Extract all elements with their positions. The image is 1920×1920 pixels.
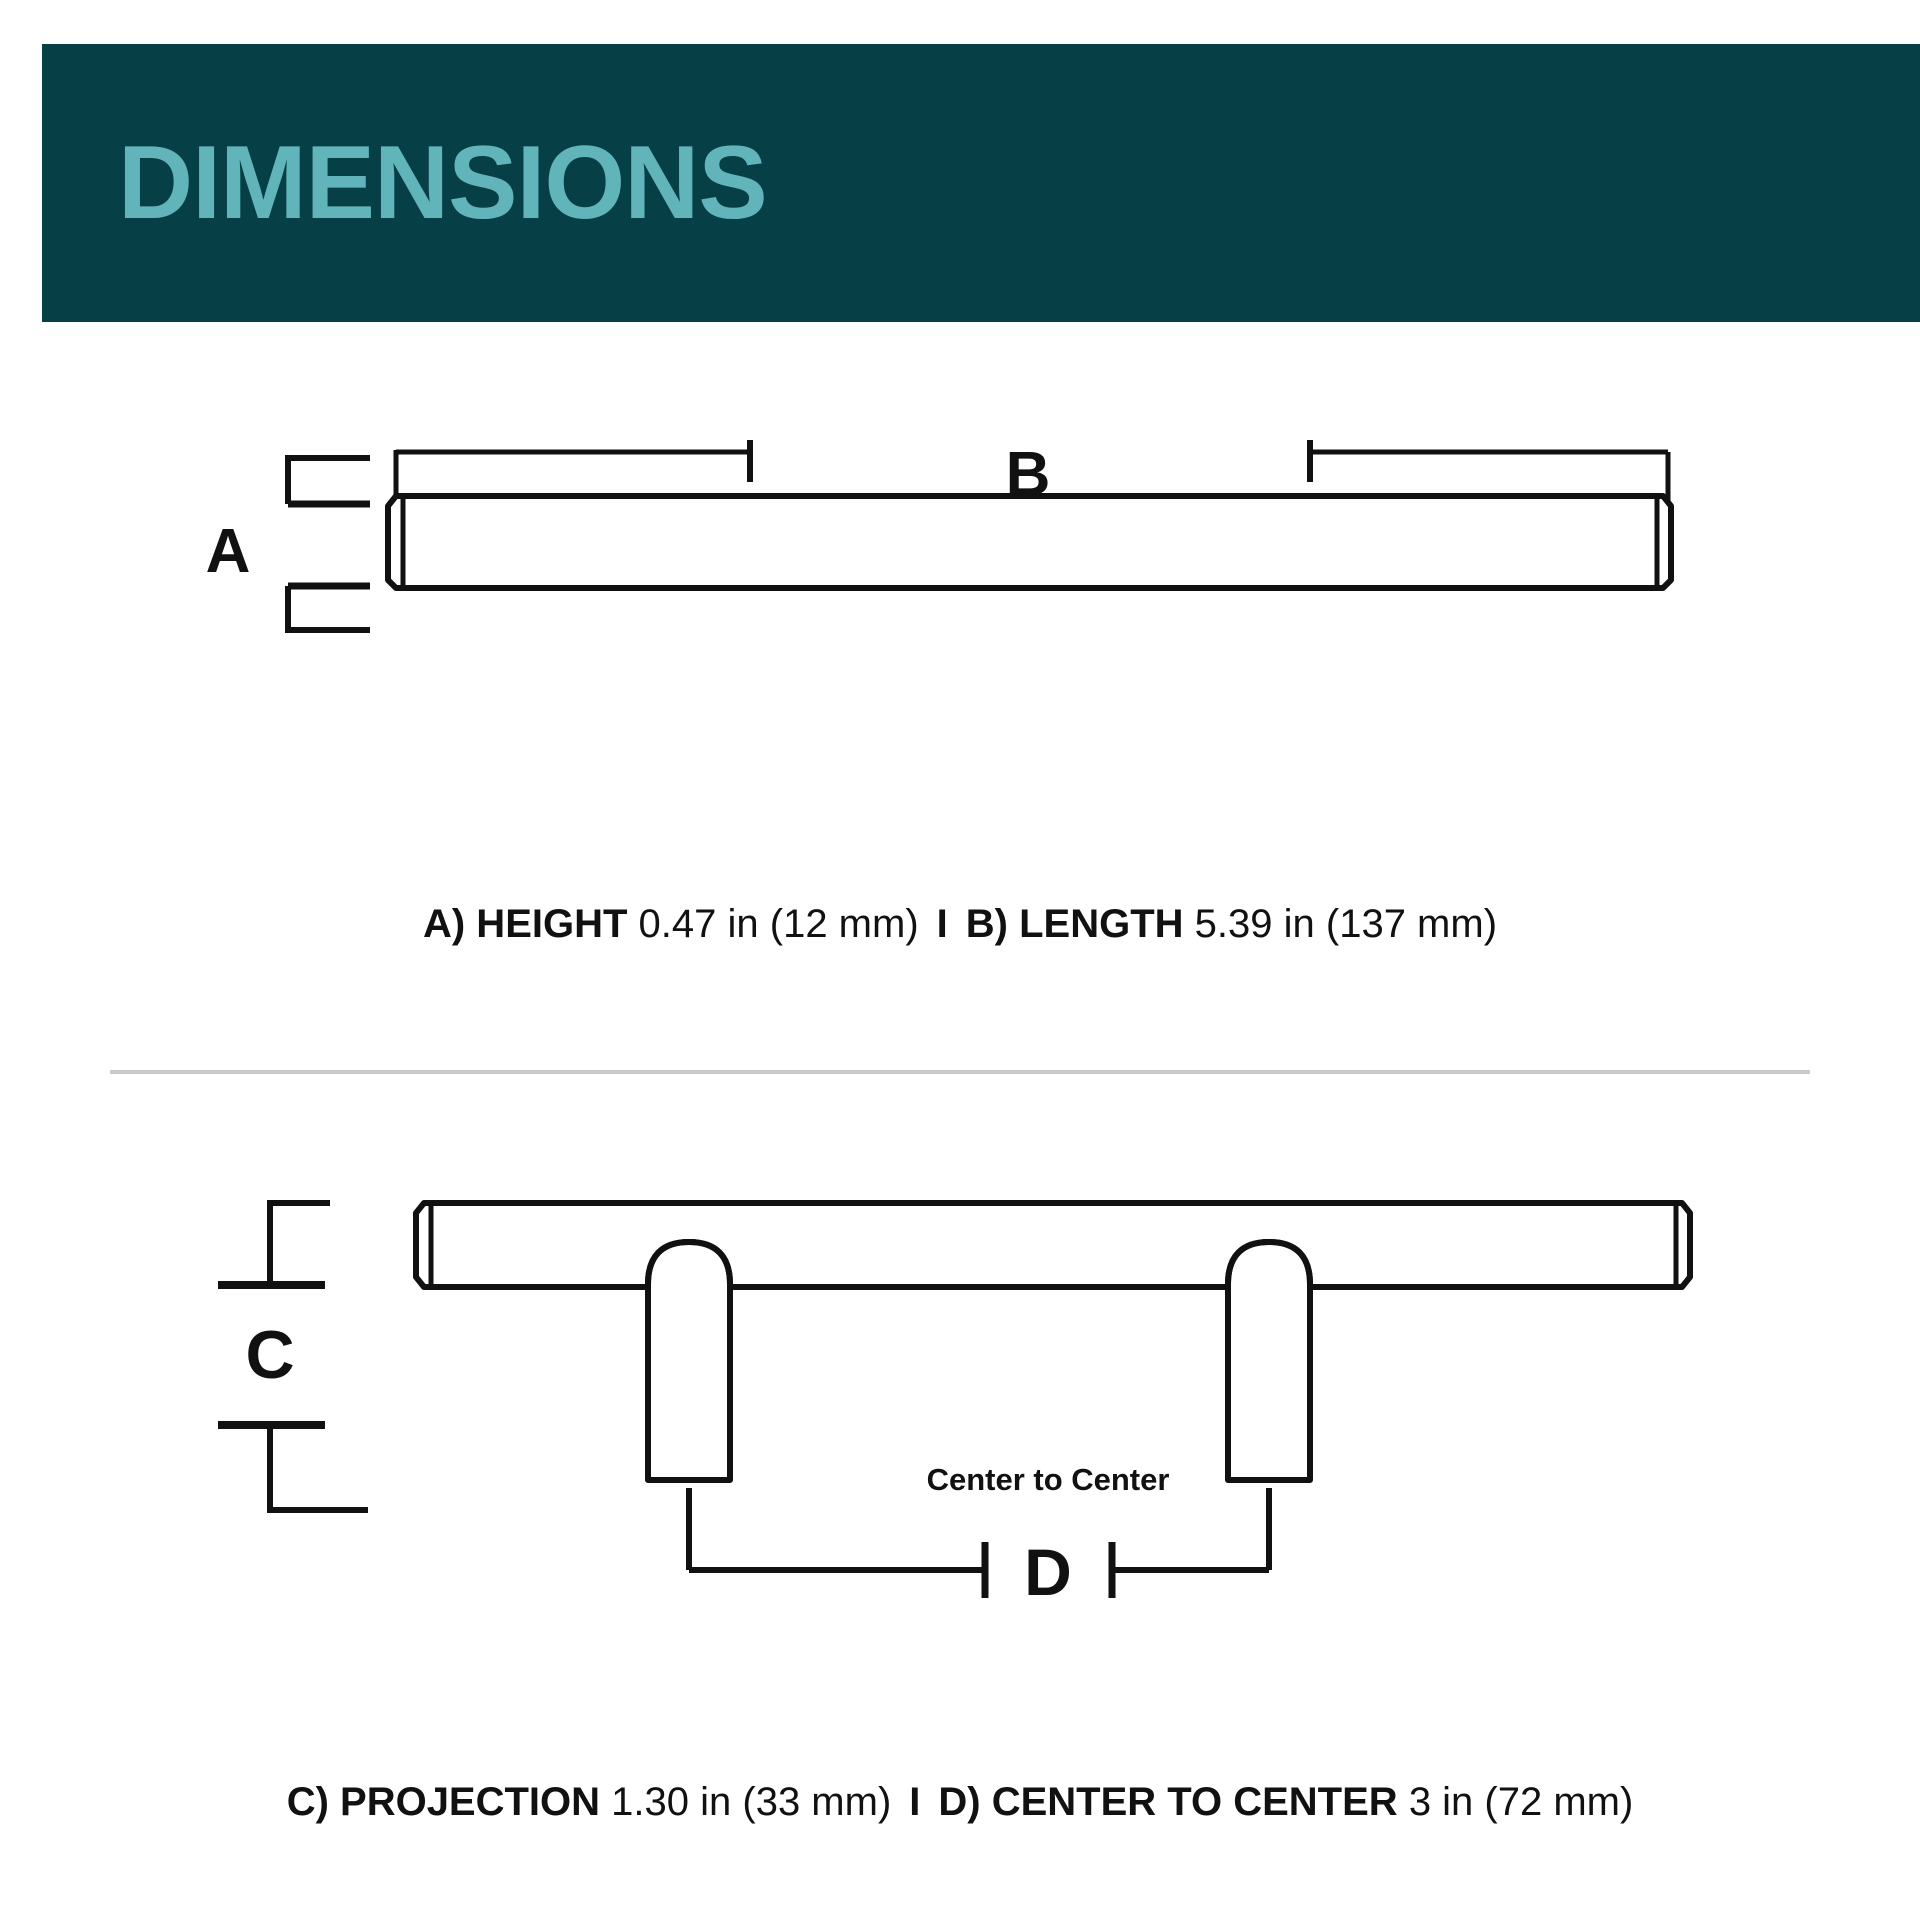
caption-c-value: 1.30 in (33 mm) [611, 1780, 892, 1824]
height-dimension-a: A [206, 455, 370, 633]
caption-b-label: B) LENGTH [965, 902, 1184, 946]
projection-marker-c-text: C [245, 1317, 294, 1393]
top-caption: A) HEIGHT 0.47 in (12 mm) I B) LENGTH 5.39… [0, 900, 1920, 948]
caption-d-value: 3 in (72 mm) [1408, 1780, 1634, 1824]
top-diagram-container: B A [0, 440, 1920, 780]
center-to-center-dimension-d: D Center to Center [686, 1462, 1272, 1609]
section-divider [110, 1070, 1810, 1074]
caption-c-label: C) PROJECTION [286, 1780, 601, 1824]
handle-bar-side-view [385, 493, 1674, 591]
projection-dimension-c: C [218, 1200, 368, 1513]
handle-front-view [413, 1200, 1693, 1483]
caption-d-label: D) CENTER TO CENTER [938, 1780, 1398, 1824]
page-title: DIMENSIONS [118, 125, 768, 241]
caption-b-value: 5.39 in (137 mm) [1194, 902, 1498, 946]
caption-top-separator: I [936, 902, 948, 946]
bottom-caption: C) PROJECTION 1.30 in (33 mm) I D) CENTER … [0, 1778, 1920, 1826]
height-marker-a-text: A [206, 517, 251, 586]
front-profile-drawing: C [218, 1200, 1693, 1609]
caption-a-value: 0.47 in (12 mm) [638, 902, 919, 946]
center-to-center-marker-d-text: D [1024, 1535, 1072, 1609]
side-profile-drawing: B A [206, 440, 1674, 633]
bottom-diagram-container: C [0, 1180, 1920, 1710]
center-to-center-note-text: Center to Center [927, 1462, 1170, 1497]
dimensions-banner: DIMENSIONS [42, 44, 1920, 322]
caption-a-label: A) HEIGHT [422, 902, 628, 946]
caption-bottom-separator: I [909, 1780, 921, 1824]
